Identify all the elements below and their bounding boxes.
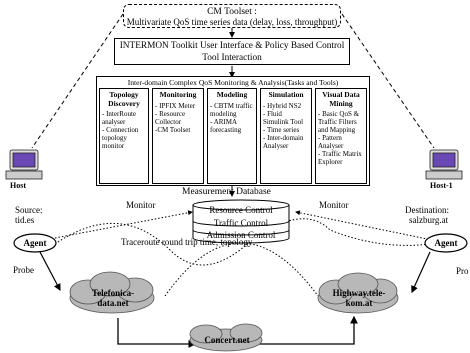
list-item: - ARIMA forecasting xyxy=(210,117,242,134)
traceroute-label: Traceroute round trip time, topology xyxy=(121,237,253,247)
agent-left-to-db xyxy=(54,210,193,239)
probe-left-line xyxy=(39,251,61,292)
interdomain-title: Inter-domain Complex QoS Monitoring & An… xyxy=(127,78,339,87)
measurement-database-label: Measurement Database xyxy=(182,187,271,197)
source-value: tid.es xyxy=(15,215,35,225)
concert-to-highway xyxy=(258,315,358,345)
column-heading: Modeling xyxy=(216,90,248,99)
intermon-line2: Tool Interaction xyxy=(202,53,262,63)
list-item: - InterRoute analyser xyxy=(102,110,137,126)
column-modeling: Modeling - CBTM traffic modeling - ARIMA… xyxy=(207,88,257,184)
host-right-label: Host-1 xyxy=(430,181,453,190)
column-heading: Topology Discovery xyxy=(108,90,140,108)
traceroute-curve xyxy=(54,218,431,266)
host-left-dashed-line xyxy=(31,13,124,149)
list-item: - Resource Collector xyxy=(155,109,186,126)
list-item: - Connection topology monitor xyxy=(102,126,139,150)
db-admission-control: Admission Control xyxy=(206,230,276,240)
cloud-concert-label: Concert.net xyxy=(204,335,250,345)
telefonica-to-concert xyxy=(117,318,197,348)
list-item: - CBTM traffic modeling xyxy=(210,101,253,118)
monitor-right-label: Monitor xyxy=(319,200,349,210)
intermon-line1: INTERMON Toolkit User Interface & Policy… xyxy=(119,41,345,51)
intermon-box: INTERMON Toolkit User Interface & Policy… xyxy=(114,38,350,65)
destination-label: Destination: xyxy=(405,205,449,215)
probe-right-line xyxy=(411,251,431,294)
cloud-highway xyxy=(317,272,399,314)
cloud-telefonica xyxy=(69,271,155,314)
cm-toolset-subtitle: Multivariate QoS time series data (delay… xyxy=(126,17,338,27)
column-heading: Visual Data Mining xyxy=(322,90,360,108)
agent-right-ellipse xyxy=(424,233,468,253)
column-heading: Monitoring xyxy=(159,90,197,99)
column-topology: Topology Discovery - InterRoute analyser… xyxy=(99,88,149,184)
column-heading: Simulation xyxy=(268,90,304,99)
agent-left-ellipse xyxy=(13,233,57,253)
list-item: - Inter-domain Analyser xyxy=(263,133,304,150)
cloud-concert xyxy=(189,323,263,352)
monitor-left-label: Monitor xyxy=(126,200,156,210)
cloud-telefonica-label: Telefonica-data.net xyxy=(91,288,135,308)
traceroute-arc xyxy=(164,242,319,297)
list-item: - IPFIX Meter xyxy=(155,101,196,110)
column-monitoring: Monitoring - IPFIX Meter - Resource Coll… xyxy=(152,88,204,184)
column-simulation: Simulation - Hybrid NS2 - Fluid Simulink… xyxy=(260,88,312,184)
agent-right-label: Agent xyxy=(434,238,458,248)
cloud-highway-label: Highway.tele-kom.at xyxy=(332,288,386,308)
cm-toolset-title: CM Toolset : xyxy=(207,7,257,17)
list-item: - Fluid Simulink Tool xyxy=(263,109,304,126)
list-item: - Time series xyxy=(263,125,300,134)
list-item: - Traffic Matrix Explorer xyxy=(318,150,362,166)
list-item: - Pattern Analyser xyxy=(318,134,344,150)
probe-left-label: Probe xyxy=(13,265,34,275)
host-right-computer-icon xyxy=(425,149,463,180)
db-cylinders xyxy=(192,199,290,244)
db-traffic-control: Traffic Control xyxy=(213,218,269,228)
db-resource-control: Resource Control xyxy=(209,205,273,215)
agent-left-label: Agent xyxy=(23,238,47,248)
host-right-dashed-line xyxy=(341,13,435,149)
probe-right-label: Pro xyxy=(456,266,469,276)
host-left-label: Host xyxy=(10,181,26,190)
agent-right-to-db xyxy=(295,210,433,241)
host-left-computer-icon xyxy=(5,149,43,180)
source-label: Source: xyxy=(15,205,43,215)
column-visual-data-mining: Visual Data Mining - Basic QoS & Traffic… xyxy=(315,88,367,184)
destination-value: salzburg.at xyxy=(409,215,449,225)
list-item: -CM Toolset xyxy=(155,125,191,134)
list-item: - Hybrid NS2 xyxy=(263,101,302,110)
list-item: - Basic QoS & Traffic Filters and Mappin… xyxy=(318,110,360,134)
cm-toolset-box: CM Toolset : Multivariate QoS time serie… xyxy=(123,4,341,28)
